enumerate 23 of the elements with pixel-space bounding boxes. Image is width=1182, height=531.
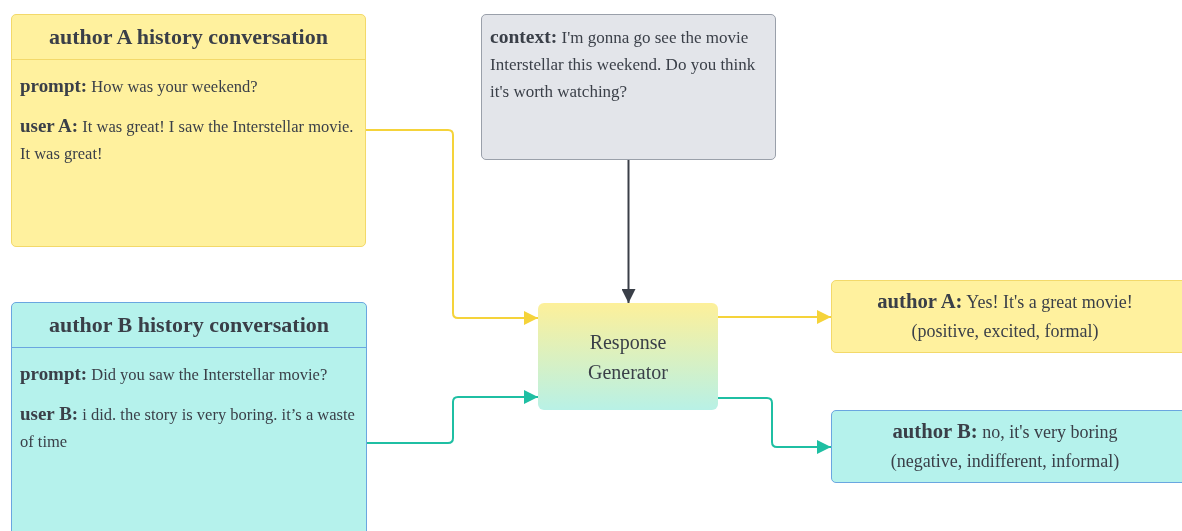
- response-text: author B: no, it's very boring: [892, 422, 1118, 442]
- arrow: [621, 159, 636, 304]
- card-heading: author B history conversation: [48, 312, 330, 337]
- response-text: author A: Yes! It's a great movie!: [877, 292, 1133, 312]
- context-text: context: I'm gonna go see the movie Interstellar this weekend. Do you think it's worth watching?: [490, 28, 756, 101]
- response-card: [831, 280, 1182, 353]
- prompt-text: prompt: Did you saw the Interstellar movie?: [20, 365, 328, 384]
- prompt-text: prompt: How was your weekend?: [20, 77, 258, 96]
- arrow: [717, 310, 832, 324]
- user-reply-text: user A: It was great! I saw the Interstellar movie. It was great!: [20, 117, 354, 163]
- response-card: [831, 410, 1182, 483]
- card-heading: author A history conversation: [49, 24, 328, 49]
- arrow: [366, 390, 539, 444]
- generator-box: [538, 303, 718, 410]
- arrow: [365, 129, 539, 325]
- arrow: [717, 397, 832, 454]
- tone-text: (positive, excited, formal): [911, 321, 1099, 341]
- tone-text: (negative, indifferent, informal): [890, 451, 1120, 471]
- generator-label: Response Generator: [588, 330, 668, 383]
- history-card: [11, 14, 366, 247]
- history-card: [11, 302, 367, 531]
- context-card: [481, 14, 776, 160]
- user-reply-text: user B: i did. the story is very boring. it’s a waste of time: [20, 405, 355, 451]
